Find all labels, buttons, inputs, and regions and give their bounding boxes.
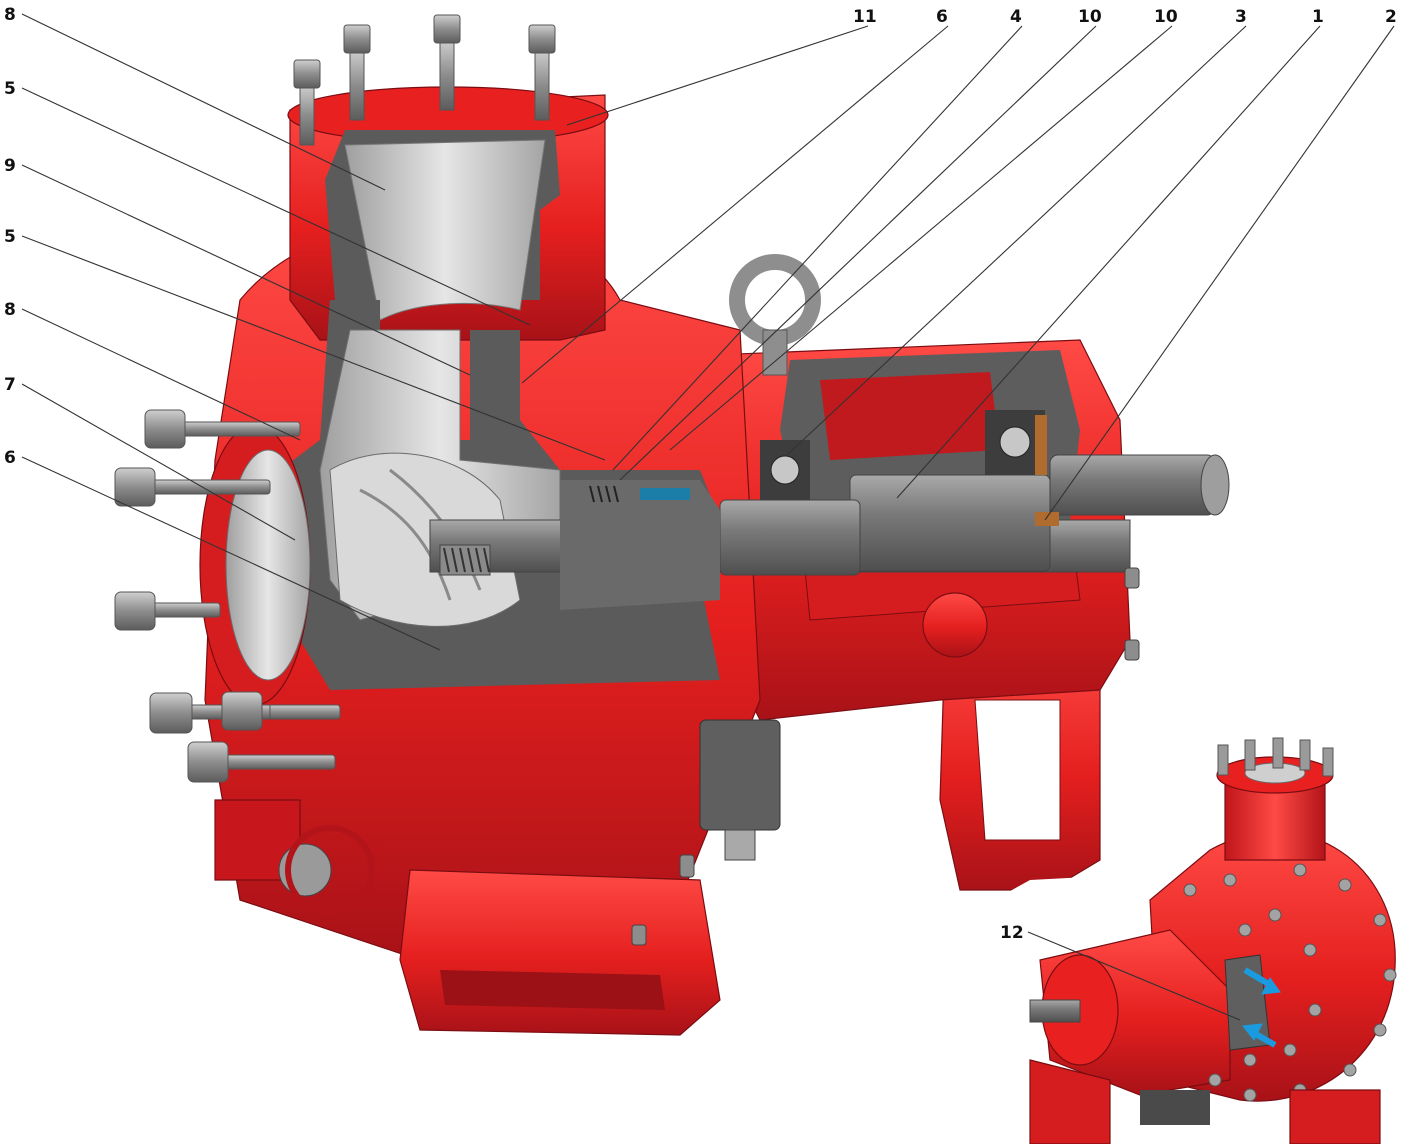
bearing-frame-foot-opening [974,699,1061,841]
leader-line [521,25,949,384]
callout-label: 8 [4,5,16,25]
callout-label: 11 [853,7,877,27]
callout-label: 6 [936,7,948,27]
callout-label: 6 [4,448,16,468]
leader-line [21,456,441,651]
mechanical-seal-section [560,480,720,610]
inset-foot-right [1289,1089,1381,1145]
leader-line [669,25,1173,451]
frame-plug [922,592,988,658]
impeller-vane [359,488,452,601]
leader-line [21,383,296,541]
flange-studs-suction [114,409,341,783]
callout-label: 1 [1312,7,1324,27]
callout-label: 5 [4,79,16,99]
shaft-seal-bronze [1035,512,1059,526]
flange-studs-top [293,14,556,146]
callout-label: 8 [4,300,16,320]
leader-line [566,25,869,126]
seal-ring [640,488,690,500]
bearing-seal-bronze [1035,415,1047,475]
inset-pump-view [900,737,1411,1145]
leader-line [1044,25,1395,521]
suction-opening [225,449,311,681]
callout-label: 9 [4,156,16,176]
inset-casing-bolts [1183,863,1397,1102]
callout-label: 3 [1235,7,1247,27]
leader-line [21,308,301,441]
shaft-coupling-end [1049,454,1216,516]
leader-line [896,25,1321,499]
casing-foot-slot [440,970,665,1010]
callout-label: 7 [4,375,16,395]
discharge-bore-liner [344,139,546,321]
leader-line [786,25,1247,456]
drain-nozzle [724,829,756,861]
casing-drain-plug-boss [285,825,375,915]
leader-line [612,25,1023,471]
leader-lines [21,13,1395,1021]
main-pump-cutaway [114,14,1230,1036]
callout-label: 5 [4,227,16,247]
leader-line [21,87,531,326]
ball-bearing-icon [760,440,810,500]
flow-arrow-icon [1242,1023,1277,1048]
leader-line [1027,931,1241,1021]
shaft-stepped [849,474,1051,572]
bearing-frame-cavity [820,372,1000,460]
casing-foot-right [399,869,721,1036]
leader-line [21,164,471,376]
shaft-end-face [1200,454,1230,516]
callout-label: 2 [1385,7,1397,27]
impeller-spring-icon [439,544,491,576]
callout-labels: 8 5 9 5 8 7 6 11 6 4 10 10 3 1 2 12 [4,5,1397,943]
callout-label: 10 [1078,7,1102,27]
callout-label: 10 [1154,7,1178,27]
shaft-sleeve [719,499,861,576]
leader-line [21,235,606,461]
flow-arrow-icon [1243,967,1281,995]
impeller-spring-icon [589,485,619,503]
drain-valve [699,719,781,831]
inset-valve [1140,1090,1210,1125]
side-bolts [631,567,1140,946]
leader-line [619,25,1097,481]
callout-label: 4 [1010,7,1022,27]
inset-flange-studs [1217,737,1334,777]
impeller [329,452,521,627]
callout-label: 12 [1000,923,1024,943]
inset-shaft [1029,999,1081,1023]
leader-line [21,13,386,191]
